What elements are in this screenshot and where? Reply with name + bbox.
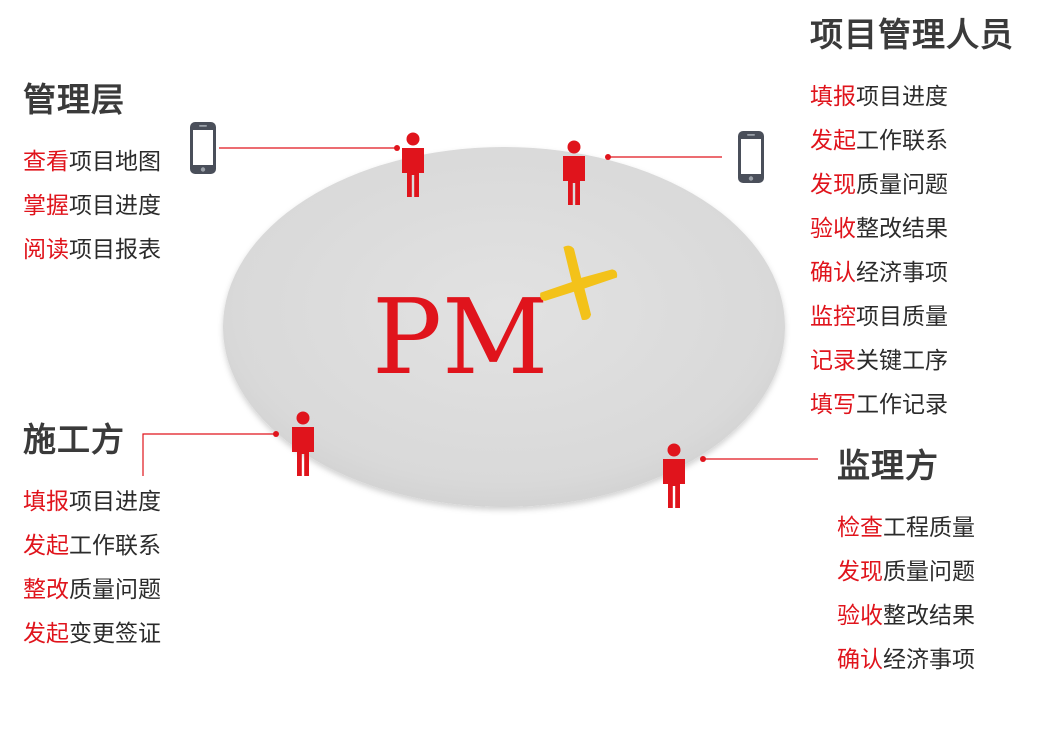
item-object: 项目质量 (856, 304, 948, 330)
item-verb: 掌握 (23, 193, 69, 219)
item-object: 项目报表 (69, 237, 161, 263)
item-object: 关键工序 (856, 348, 948, 374)
list-item: 发起变更签证 (23, 612, 161, 656)
item-verb: 确认 (837, 647, 883, 673)
list-item: 确认经济事项 (810, 251, 1014, 295)
item-object: 质量问题 (856, 172, 948, 198)
item-object: 变更签证 (69, 621, 161, 647)
management-group: 管理层 查看项目地图掌握项目进度阅读项目报表 (23, 80, 161, 272)
list-item: 验收整改结果 (810, 207, 1014, 251)
item-object: 项目进度 (856, 84, 948, 110)
management-items: 查看项目地图掌握项目进度阅读项目报表 (23, 140, 161, 272)
project-manager-title: 项目管理人员 (810, 15, 1014, 54)
list-item: 整改质量问题 (23, 568, 161, 612)
list-item: 查看项目地图 (23, 140, 161, 184)
item-verb: 发现 (837, 559, 883, 585)
list-item: 填报项目进度 (23, 480, 161, 524)
list-item: 发现质量问题 (837, 550, 975, 594)
item-verb: 检查 (837, 515, 883, 541)
construction-title: 施工方 (23, 420, 125, 459)
list-item: 阅读项目报表 (23, 228, 161, 272)
item-object: 工程质量 (883, 515, 975, 541)
list-item: 发起工作联系 (810, 119, 1014, 163)
connector-lines (142, 147, 818, 476)
item-verb: 发起 (810, 128, 856, 154)
item-verb: 发起 (23, 621, 69, 647)
supervision-group: 监理方 检查工程质量发现质量问题验收整改结果确认经济事项 (837, 446, 975, 682)
item-verb: 填写 (810, 392, 856, 418)
list-item: 发现质量问题 (810, 163, 1014, 207)
item-object: 经济事项 (883, 647, 975, 673)
list-item: 记录关键工序 (810, 339, 1014, 383)
item-verb: 填报 (810, 84, 856, 110)
item-verb: 发起 (23, 533, 69, 559)
item-verb: 填报 (23, 489, 69, 515)
management-title: 管理层 (23, 80, 125, 119)
smartphone-icon (190, 122, 216, 174)
item-object: 工作记录 (856, 392, 948, 418)
smartphone-icon (738, 131, 764, 183)
item-verb: 阅读 (23, 237, 69, 263)
item-object: 质量问题 (69, 577, 161, 603)
item-verb: 发现 (810, 172, 856, 198)
list-item: 发起工作联系 (23, 524, 161, 568)
list-item: 填报项目进度 (810, 75, 1014, 119)
item-object: 项目地图 (69, 149, 161, 175)
project-manager-items: 填报项目进度发起工作联系发现质量问题验收整改结果确认经济事项监控项目质量记录关键… (810, 75, 1014, 427)
item-object: 经济事项 (856, 260, 948, 286)
item-object: 工作联系 (856, 128, 948, 154)
item-verb: 验收 (837, 603, 883, 629)
item-object: 工作联系 (69, 533, 161, 559)
connector-dots (273, 145, 706, 462)
item-verb: 验收 (810, 216, 856, 242)
pm-logo-text: PM (372, 276, 548, 398)
item-object: 质量问题 (883, 559, 975, 585)
item-verb: 整改 (23, 577, 69, 603)
plus-icon (540, 245, 618, 320)
item-object: 项目进度 (69, 193, 161, 219)
item-verb: 监控 (810, 304, 856, 330)
item-verb: 记录 (810, 348, 856, 374)
supervision-title: 监理方 (837, 446, 939, 485)
list-item: 掌握项目进度 (23, 184, 161, 228)
list-item: 验收整改结果 (837, 594, 975, 638)
construction-group: 施工方 填报项目进度发起工作联系整改质量问题发起变更签证 (23, 420, 161, 656)
construction-items: 填报项目进度发起工作联系整改质量问题发起变更签证 (23, 480, 161, 656)
item-verb: 确认 (810, 260, 856, 286)
supervision-items: 检查工程质量发现质量问题验收整改结果确认经济事项 (837, 506, 975, 682)
item-verb: 查看 (23, 149, 69, 175)
platform-ellipse (223, 147, 785, 507)
list-item: 填写工作记录 (810, 383, 1014, 427)
list-item: 监控项目质量 (810, 295, 1014, 339)
project-manager-group: 项目管理人员 填报项目进度发起工作联系发现质量问题验收整改结果确认经济事项监控项… (810, 15, 1014, 427)
item-object: 项目进度 (69, 489, 161, 515)
list-item: 确认经济事项 (837, 638, 975, 682)
list-item: 检查工程质量 (837, 506, 975, 550)
item-object: 整改结果 (856, 216, 948, 242)
item-object: 整改结果 (883, 603, 975, 629)
